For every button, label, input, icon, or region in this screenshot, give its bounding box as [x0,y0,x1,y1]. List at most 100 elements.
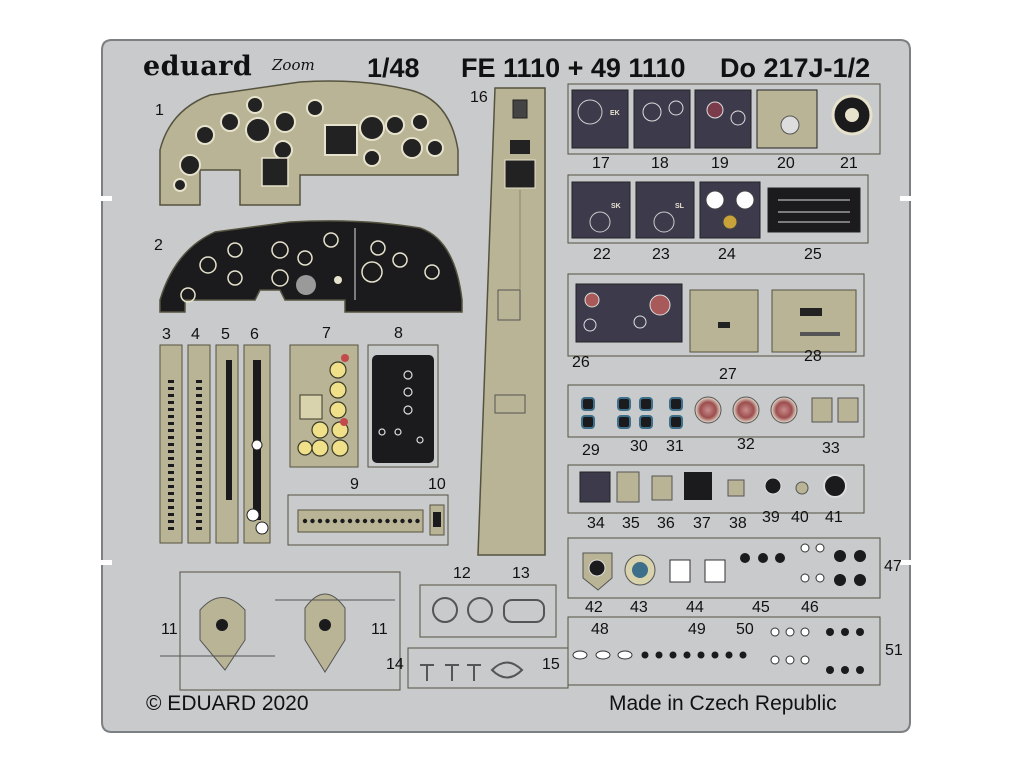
strip-marker [168,499,174,502]
part-label-6: 6 [250,326,259,343]
brand-wordmark: eduard [143,51,253,82]
strip-marker [168,422,174,425]
part-10-shape [429,504,445,536]
connector-pin [377,518,383,524]
connector-pin [407,518,413,524]
part-label-31: 31 [666,438,684,455]
strip-marker [168,471,174,474]
switch-knob [683,651,691,659]
part-label-16: 16 [470,89,488,106]
strip-marker [168,513,174,516]
part-label-43: 43 [630,599,648,616]
part-label-36: 36 [657,515,675,532]
part-label-18: 18 [651,155,669,172]
strip-marker [196,464,202,467]
part-label-22: 22 [593,246,611,263]
strip-marker [168,408,174,411]
connector-pin [332,518,338,524]
part-label-14: 14 [386,656,404,673]
connector-pin [415,518,420,524]
connector-pin [355,518,360,524]
strip-marker [196,429,202,432]
strip-marker [196,478,202,481]
part-label-19: 19 [711,155,729,172]
panel-tag-sl: SL [675,203,684,210]
strip-marker [168,429,174,432]
strip-marker [196,387,202,390]
parts-42-47-row [567,537,881,599]
strip-marker [196,450,202,453]
part-9-shape [287,494,449,546]
parts-3-6-strips [159,344,271,544]
strip-marker [196,506,202,509]
edge-notches [92,196,920,565]
strip-marker [168,443,174,446]
part-label-10: 10 [428,476,446,493]
part-label-32: 32 [737,436,755,453]
strip-marker [168,394,174,397]
strip-marker [168,450,174,453]
part-label-5: 5 [221,326,230,343]
part-label-11a: 11 [161,621,178,638]
switch-knob [641,651,649,659]
connector-pin [400,518,405,524]
connector-pin [340,518,345,524]
part-label-35: 35 [622,515,640,532]
part-label-26: 26 [572,354,590,371]
panel-tag-sk: SK [611,203,621,210]
strip-marker [196,520,202,523]
strip-marker [168,436,174,439]
part-label-47: 47 [884,558,902,575]
part-label-15: 15 [542,656,560,673]
strip-marker [168,506,174,509]
part-label-2: 2 [154,237,163,254]
strip-marker [168,492,174,495]
part-label-17: 17 [592,155,610,172]
part-label-49: 49 [688,621,706,638]
part-label-3: 3 [162,326,171,343]
strip-marker [168,485,174,488]
part-label-33: 33 [822,440,840,457]
part-label-29: 29 [582,442,600,459]
part-label-7: 7 [322,325,331,342]
connector-pin [310,518,315,524]
part-label-21: 21 [840,155,858,172]
connector-pin [385,518,390,524]
strip-marker [196,394,202,397]
parts-11-frames [160,571,401,691]
part-2-shape [159,220,463,313]
zoom-logo: Zoom [272,56,315,74]
part-label-30: 30 [630,438,648,455]
part-label-34: 34 [587,515,605,532]
panel-tag-ek: EK [610,110,620,117]
part-label-50: 50 [736,621,754,638]
switch-knob [655,651,663,659]
parts-29-33-row [567,384,865,438]
part-label-8: 8 [394,325,403,342]
part-label-4: 4 [191,326,200,343]
part-label-1: 1 [155,102,164,119]
part-label-46: 46 [801,599,819,616]
part-1-shape [159,80,459,206]
strip-marker [196,443,202,446]
part-label-11b: 11 [371,621,388,638]
part-7-shape [289,344,359,468]
part-8-shape [367,344,439,468]
part-16-shape [477,87,546,556]
parts-34-41-row [567,464,865,514]
parts-12-15-group [407,584,569,689]
part-label-12: 12 [453,565,471,582]
copyright-text: © EDUARD 2020 [146,692,309,715]
parts-17-21-row [567,83,881,155]
strip-marker [196,422,202,425]
part-label-48: 48 [591,621,609,638]
strip-marker [196,436,202,439]
connector-pin [392,518,398,524]
part-label-38: 38 [729,515,747,532]
strip-marker [196,492,202,495]
parts-22-25-row [567,174,869,244]
part-label-44: 44 [686,599,704,616]
strip-marker [168,464,174,467]
strip-marker [196,513,202,516]
